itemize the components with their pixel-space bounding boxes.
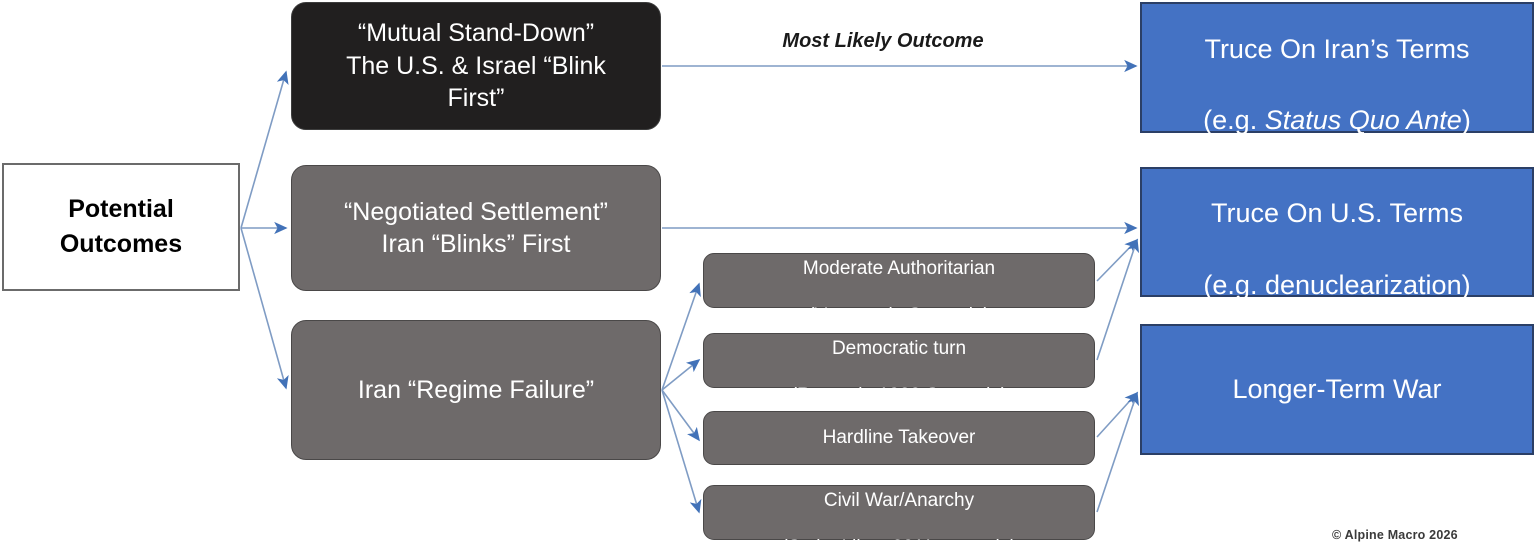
node-negotiated-settlement[interactable]: “Negotiated Settlement” Iran “Blinks” Fi…	[291, 165, 661, 291]
copyright-notice: © Alpine Macro 2026	[1332, 528, 1458, 542]
arrow-regime-failure-fanout	[661, 282, 702, 514]
node-democratic-turn-label: Democratic turn (Romania 1989 Scenario)	[704, 313, 1094, 407]
node-regime-failure-label: Iran “Regime Failure”	[357, 375, 595, 404]
node-truce-on-irans-terms[interactable]: Truce On Iran’s Terms (e.g. Status Quo A…	[1140, 2, 1534, 135]
sub-line1: Moderate Authoritarian	[802, 257, 996, 279]
arrow-subnodes-to-longer-term-war	[1096, 391, 1139, 513]
outcome-line1: Truce On Iran’s Terms	[1204, 33, 1470, 64]
arrow-subnodes-to-truce-us	[1096, 238, 1140, 361]
node-truce-on-us-terms-label: Truce On U.S. Terms (e.g. denuclearizati…	[1142, 161, 1532, 304]
node-mutual-stand-down-label: “Mutual Stand-Down” The U.S. & Israel “B…	[346, 19, 606, 113]
outcome-line2-suffix: )	[1461, 105, 1471, 136]
node-longer-term-war[interactable]: Longer-Term War	[1140, 324, 1534, 455]
node-potential-outcomes-label: Potential Outcomes	[59, 194, 183, 259]
arrow-root-fanout	[240, 70, 289, 390]
outcome-line2-prefix: (e.g.	[1203, 105, 1265, 136]
sub-line1: Democratic turn	[831, 337, 967, 359]
outcome-line2-prefix: (e.g. denuclearization)	[1203, 269, 1471, 300]
node-truce-on-irans-terms-label: Truce On Iran’s Terms (e.g. Status Quo A…	[1142, 0, 1532, 139]
node-longer-term-war-label: Longer-Term War	[1232, 373, 1442, 404]
node-regime-failure[interactable]: Iran “Regime Failure”	[291, 320, 661, 460]
node-hardline-takeover-label: Hardline Takeover	[822, 427, 976, 449]
outcome-line2-italic: Status Quo Ante	[1264, 105, 1462, 136]
node-truce-on-us-terms[interactable]: Truce On U.S. Terms (e.g. denuclearizati…	[1140, 167, 1534, 300]
node-negotiated-settlement-label: “Negotiated Settlement” Iran “Blinks” Fi…	[343, 197, 609, 259]
node-civil-war-anarchy[interactable]: Civil War/Anarchy (Syria. Libya 2011 sce…	[703, 485, 1095, 556]
node-democratic-turn[interactable]: Democratic turn (Romania 1989 Scenario)	[703, 333, 1095, 406]
node-potential-outcomes[interactable]: Potential Outcomes	[2, 163, 240, 291]
sub-line2: (Romania 1989 Scenario)	[790, 385, 1008, 407]
node-civil-war-anarchy-label: Civil War/Anarchy (Syria. Libya 2011 sce…	[704, 465, 1094, 556]
outcome-line1: Truce On U.S. Terms	[1210, 198, 1464, 229]
annotation-most-likely-outcome: Most Likely Outcome	[782, 30, 984, 52]
sub-line2: (Syria. Libya 2011 scenario)	[781, 537, 1017, 556]
node-mutual-stand-down[interactable]: “Mutual Stand-Down” The U.S. & Israel “B…	[291, 2, 661, 130]
sub-line2: (Venezuela Scenario)	[808, 305, 990, 327]
node-moderate-authoritarian[interactable]: Moderate Authoritarian (Venezuela Scenar…	[703, 253, 1095, 326]
node-moderate-authoritarian-label: Moderate Authoritarian (Venezuela Scenar…	[704, 233, 1094, 327]
node-hardline-takeover[interactable]: Hardline Takeover	[703, 411, 1095, 465]
sub-line1: Civil War/Anarchy	[823, 489, 975, 511]
